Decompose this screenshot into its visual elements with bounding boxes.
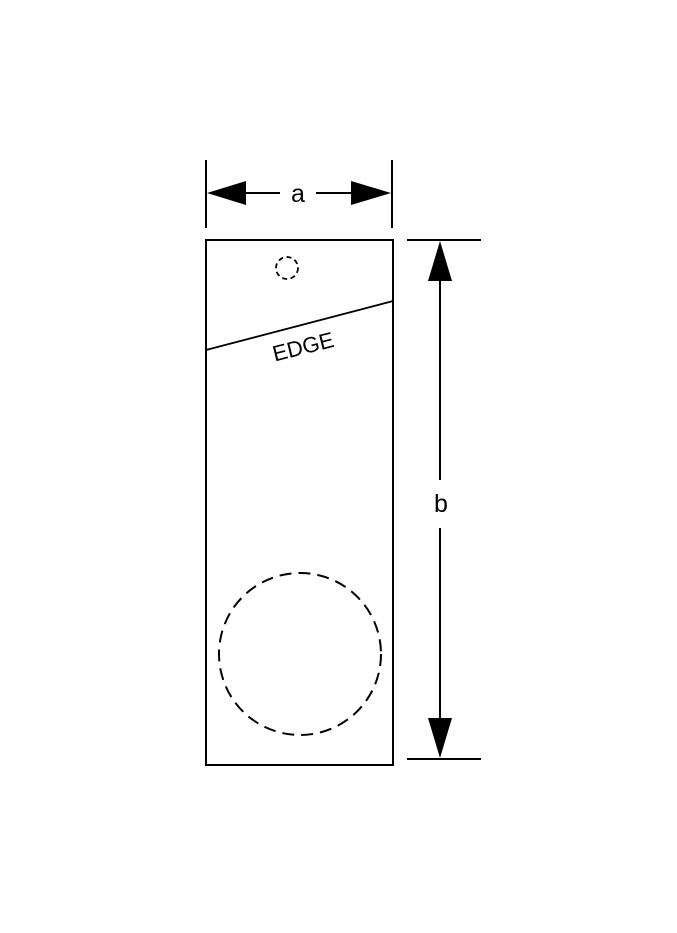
width-dimension-label: a: [291, 180, 305, 208]
large-hole-hidden: [218, 572, 382, 736]
width-arrow-right: [351, 181, 391, 205]
height-arrow-top: [428, 241, 452, 281]
small-hole-hidden: [275, 256, 299, 280]
height-dimension-label: b: [434, 490, 448, 518]
edge-label: EDGE: [270, 327, 337, 366]
part-outline: [205, 239, 394, 766]
width-dimension: a: [205, 160, 393, 228]
height-dimension: b: [407, 239, 481, 760]
width-arrow-left: [207, 181, 246, 205]
edge-line: [205, 300, 394, 351]
height-arrow-bottom: [428, 718, 452, 758]
